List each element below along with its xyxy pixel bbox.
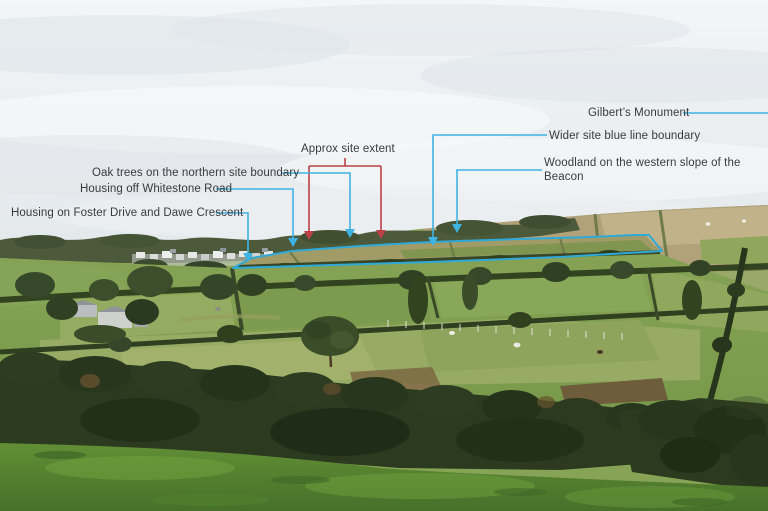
label-gilberts-monument: Gilbert’s Monument (588, 107, 690, 119)
farm-buildings (46, 296, 159, 343)
leader-woodland (452, 169, 542, 233)
arrowhead (345, 229, 355, 238)
arrowhead (304, 231, 314, 240)
site-boundary-polygon (232, 234, 663, 269)
arrowhead (452, 224, 462, 233)
leader-housing-foster (216, 212, 253, 262)
annotation-lines (216, 112, 768, 262)
leader-oak-trees (281, 172, 355, 238)
arrowhead (376, 230, 386, 239)
label-housing-foster-dawe: Housing on Foster Drive and Dawe Crescen… (11, 207, 244, 219)
sky (0, 0, 768, 270)
lone-oak-tree (301, 316, 359, 368)
fence-posts (387, 320, 623, 340)
label-approx-site-extent: Approx site extent (301, 143, 395, 155)
right-woodland (618, 396, 768, 492)
arrowhead (288, 238, 298, 247)
leader-approx-site-extent (304, 158, 386, 240)
foreground-grass-field (0, 443, 768, 511)
arrowhead (428, 237, 438, 246)
label-woodland-western-slope: Woodland on the western slope of the Bea… (544, 157, 741, 184)
grazing-animals (215, 307, 603, 354)
label-oak-trees: Oak trees on the northern site boundary (92, 167, 300, 179)
leader-housing-whitestone (216, 188, 298, 247)
leader-wider-site (428, 134, 547, 246)
arrowhead (243, 253, 253, 262)
label-wider-site-boundary: Wider site blue line boundary (549, 130, 701, 142)
label-housing-whitestone: Housing off Whitestone Road (80, 183, 233, 195)
